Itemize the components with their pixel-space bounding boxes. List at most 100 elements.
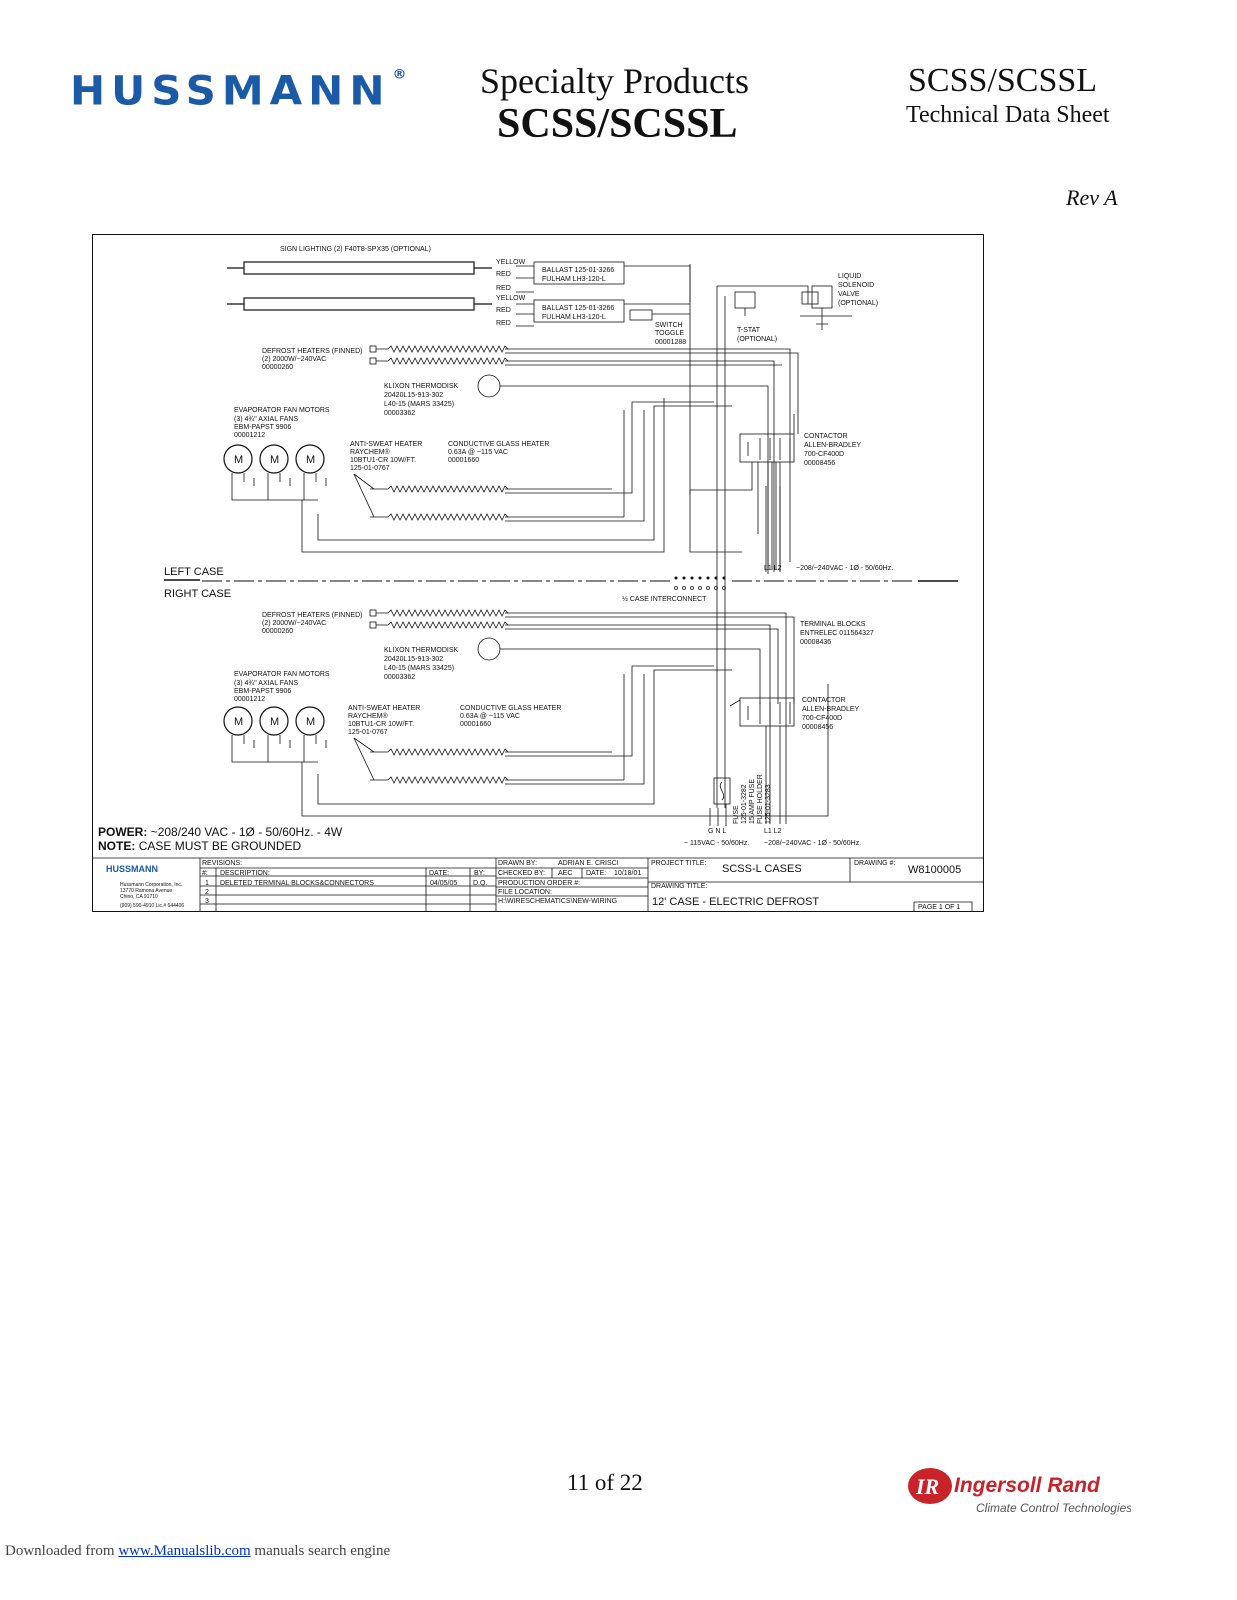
glass-heater-label-top: CONDUCTIVE GLASS HEATER bbox=[448, 441, 549, 448]
contactor-brand-bottom: ALLEN-BRADLEY bbox=[802, 706, 860, 713]
fan-motors-label: EVAPORATOR FAN MOTORS bbox=[234, 407, 330, 414]
fuse-label: FUSE bbox=[733, 805, 740, 824]
fan-motors-spec-right: (3) 4¾" AXIAL FANS bbox=[234, 680, 298, 687]
fan-motor-3: M bbox=[295, 444, 325, 474]
svg-text:FULHAM LH3-120-L: FULHAM LH3-120-L bbox=[542, 314, 606, 321]
wire-red-1: RED bbox=[496, 271, 511, 278]
fan-motor-right-3: M bbox=[295, 706, 325, 736]
fuse-rating: 15 AMP FUSE bbox=[749, 779, 756, 824]
fan-motors-model: EBM-PAPST 9906 bbox=[234, 424, 291, 431]
rev-row-3-num: 3 bbox=[205, 898, 209, 905]
drawing-title-label: DRAWING TITLE: bbox=[651, 883, 707, 890]
drawing-number: W8100005 bbox=[908, 864, 961, 876]
page-title: Specialty Products bbox=[480, 61, 749, 101]
manualslib-link[interactable]: www.Manualslib.com bbox=[118, 1543, 251, 1559]
glass-heater-part-top: 00001660 bbox=[448, 457, 479, 464]
left-case-label: LEFT CASE bbox=[164, 566, 224, 578]
anti-sweat-brand-bottom: RAYCHEM® bbox=[348, 712, 388, 720]
rev-row-1-by: D.Q. bbox=[473, 880, 487, 887]
klixon-part-1: 20420L15-913-302 bbox=[384, 392, 443, 399]
anti-sweat-label-top: ANTI-SWEAT HEATER bbox=[350, 441, 422, 448]
wiring-schematic: SIGN LIGHTING (2) F40T8-SPX35 (OPTIONAL)… bbox=[92, 234, 984, 912]
terminal-blocks-part: ENTRELEC 011564327 bbox=[800, 630, 874, 637]
rev-desc-header: DESCRIPTION: bbox=[220, 870, 270, 877]
fan-motor-right-1: M bbox=[223, 706, 253, 736]
klixon-thermodisk-icon bbox=[477, 374, 501, 398]
wire-red-3: RED bbox=[496, 307, 511, 314]
supply-bottom: ~208/~240VAC - 1Ø - 50/60Hz. bbox=[764, 840, 861, 847]
document-code: SCSS/SCSSL bbox=[908, 62, 1098, 99]
contactor-label-top: CONTACTOR bbox=[804, 433, 848, 440]
defrost-heater-2 bbox=[369, 357, 775, 572]
power-note: POWER: ~208/240 VAC - 1Ø - 50/60Hz. - 4W bbox=[98, 825, 343, 839]
anti-sweat-spec-top: 10BTU1-CR 10W/FT. bbox=[350, 457, 416, 464]
rev-row-1-date: 04/05/05 bbox=[430, 880, 457, 887]
case-interconnect-icon bbox=[674, 576, 726, 590]
svg-text:M: M bbox=[234, 454, 243, 466]
solenoid-label-4: (OPTIONAL) bbox=[838, 300, 878, 307]
solenoid-label-3: VALVE bbox=[838, 291, 860, 298]
terminal-blocks-label: TERMINAL BLOCKS bbox=[800, 621, 866, 628]
defrost-heaters-label: DEFROST HEATERS (FINNED) bbox=[262, 348, 362, 355]
fan-motors-spec: (3) 4¾" AXIAL FANS bbox=[234, 416, 298, 423]
fan-motor-1: M bbox=[223, 444, 253, 474]
svg-text:FULHAM LH3-120-L: FULHAM LH3-120-L bbox=[542, 276, 606, 283]
defrost-heaters-part-right: 00000260 bbox=[262, 628, 293, 635]
gnl-label: G N L bbox=[708, 828, 726, 835]
supply-top: ~208/~240VAC - 1Ø - 50/60Hz. bbox=[796, 565, 893, 572]
anti-sweat-heater-bottom bbox=[353, 737, 612, 756]
contactor-part-bottom: 00008456 bbox=[802, 724, 833, 731]
solenoid-label-2: SOLENOID bbox=[838, 282, 874, 289]
wire-yellow-1: YELLOW bbox=[496, 259, 526, 266]
fan-motor-right-2: M bbox=[259, 706, 289, 736]
glass-heater-label-bottom: CONDUCTIVE GLASS HEATER bbox=[460, 705, 561, 712]
anti-sweat-part-bottom: 125-01-0767 bbox=[348, 729, 388, 736]
hussmann-logo: HUSSMANN® bbox=[70, 67, 407, 114]
ballast-1: BALLAST 125-01-3266 FULHAM LH3-120-L bbox=[533, 261, 625, 285]
l1-l2-top: L1 L2 bbox=[764, 565, 782, 572]
production-order-label: PRODUCTION ORDER #: bbox=[498, 880, 580, 887]
defrost-heater-1 bbox=[369, 345, 791, 562]
rev-by-header: BY: bbox=[474, 870, 485, 877]
switch-label-2: TOGGLE bbox=[655, 330, 684, 337]
sign-lighting-label: SIGN LIGHTING (2) F40T8-SPX35 (OPTIONAL) bbox=[280, 246, 431, 253]
file-location-label: FILE LOCATION: bbox=[498, 889, 552, 896]
klixon-part-1-right: 20420L15-913-302 bbox=[384, 656, 443, 663]
contactor-model-bottom: 700-CF400D bbox=[802, 715, 842, 722]
switch-part-no: 00001288 bbox=[655, 339, 686, 346]
rev-date-header: DATE: bbox=[429, 870, 449, 877]
terminal-blocks-code: 00008436 bbox=[800, 639, 831, 646]
fuse-holder-part: 125-01-3283 bbox=[765, 784, 772, 824]
revisions-label: REVISIONS: bbox=[202, 860, 242, 867]
fuse-part: 125-01-3282 bbox=[741, 784, 748, 824]
download-footer: Downloaded from www.Manualslib.com manua… bbox=[5, 1543, 390, 1560]
defrost-heater-right-1 bbox=[369, 609, 787, 824]
tstat-icon bbox=[734, 291, 756, 309]
project-title: SCSS-L CASES bbox=[722, 863, 802, 875]
svg-text:M: M bbox=[270, 454, 279, 466]
drawing-number-label: DRAWING #: bbox=[854, 860, 895, 867]
footer-prefix: Downloaded from bbox=[5, 1543, 119, 1559]
glass-heater-rating-top: 0.63A @ ~115 VAC bbox=[448, 449, 508, 456]
rev-num-header: #: bbox=[202, 870, 208, 877]
fan-motors-model-right: EBM-PAPST 9906 bbox=[234, 688, 291, 695]
page-number: 11 of 22 bbox=[567, 1470, 643, 1495]
drawn-date: 10/18/01 bbox=[614, 870, 641, 877]
fan-motors-label-right: EVAPORATOR FAN MOTORS bbox=[234, 671, 330, 678]
title-block-brand: HUSSMANN bbox=[106, 864, 158, 874]
svg-text:M: M bbox=[306, 716, 315, 728]
checked-by: AEC bbox=[558, 870, 572, 877]
klixon-part-3: 00003362 bbox=[384, 410, 415, 417]
tstat-optional: (OPTIONAL) bbox=[737, 336, 777, 343]
solenoid-valve-icon bbox=[800, 285, 852, 330]
fluorescent-lamp-1 bbox=[227, 261, 492, 275]
anti-sweat-heater-top bbox=[353, 473, 612, 493]
klixon-part-2: L40-15 (MARS 33425) bbox=[384, 401, 454, 408]
svg-text:BALLAST 125-01-3266: BALLAST 125-01-3266 bbox=[542, 305, 614, 312]
file-location: H:\WIRESCHEMATICS\NEW-WIRING bbox=[498, 898, 617, 905]
fluorescent-lamp-2 bbox=[227, 297, 492, 311]
anti-sweat-brand-top: RAYCHEM® bbox=[350, 448, 390, 456]
contactor-model-top: 700-CF400D bbox=[804, 451, 844, 458]
contactor-top bbox=[739, 433, 795, 463]
ballast-2: BALLAST 125-01-3266 FULHAM LH3-120-L bbox=[533, 299, 625, 323]
